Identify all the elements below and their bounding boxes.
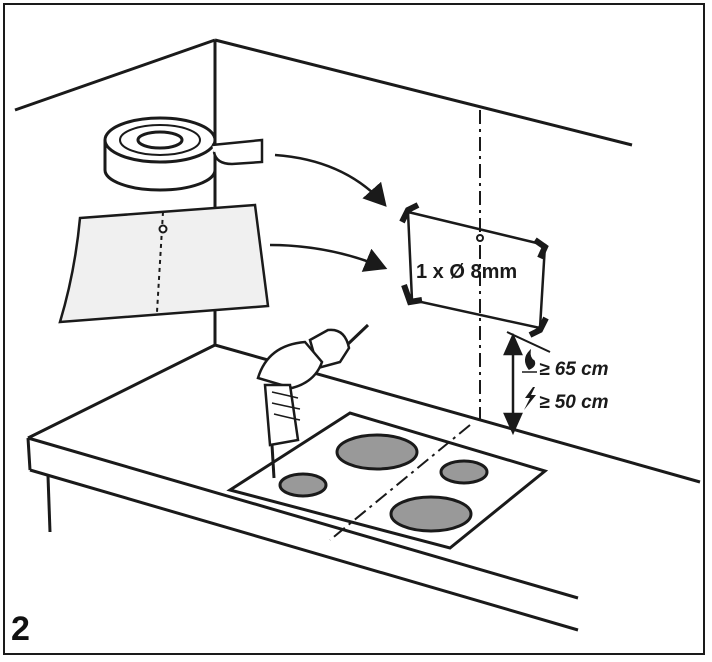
tape-corner-tl [399,202,420,224]
dimension-indicator [503,331,551,436]
tape-corner-bl [401,284,423,306]
burner-large-front [389,495,473,533]
gas-flame-icon [522,348,537,373]
electric-bolt-icon [524,387,536,410]
arrow-tape-to-wall [274,153,387,207]
burner-small-right [439,459,489,485]
tape-corner-br [528,316,549,338]
figure-frame [3,3,705,655]
tape-corner-tr [533,237,549,260]
center-axis-line [329,110,481,541]
burner-large-back [335,433,419,471]
distance-electric-label: ≥ 50 cm [539,392,609,413]
arrow-template-to-wall [269,243,388,272]
hole-diameter-label: 1 x Ø 8mm [416,261,517,283]
adhesive-tape-roll [103,116,264,192]
distance-gas-label: ≥ 65 cm [539,359,609,380]
countertop [26,343,701,632]
burner-small-left [278,472,328,498]
step-number: 2 [11,610,30,648]
cooktop [226,411,549,550]
power-drill-icon [256,323,370,479]
arrows [269,153,388,272]
drilling-template-sheet [58,203,270,324]
mounting-hole-mark [476,234,484,242]
template-on-wall [399,202,549,338]
